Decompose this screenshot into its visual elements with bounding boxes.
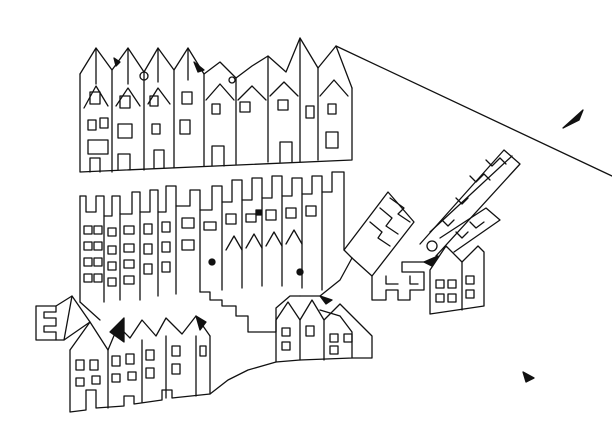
diagonal-line <box>335 45 612 177</box>
lower-right-houses <box>275 299 373 363</box>
right-wing-towers <box>343 149 521 315</box>
lower-left-houses <box>35 295 353 413</box>
round-window <box>139 71 149 81</box>
dot-window <box>208 258 216 266</box>
top-row-houses <box>79 37 353 173</box>
middle-block-houses <box>79 171 353 333</box>
triangle-mark-upper-right <box>562 109 584 129</box>
triangle-mark-lower-right <box>522 371 535 383</box>
